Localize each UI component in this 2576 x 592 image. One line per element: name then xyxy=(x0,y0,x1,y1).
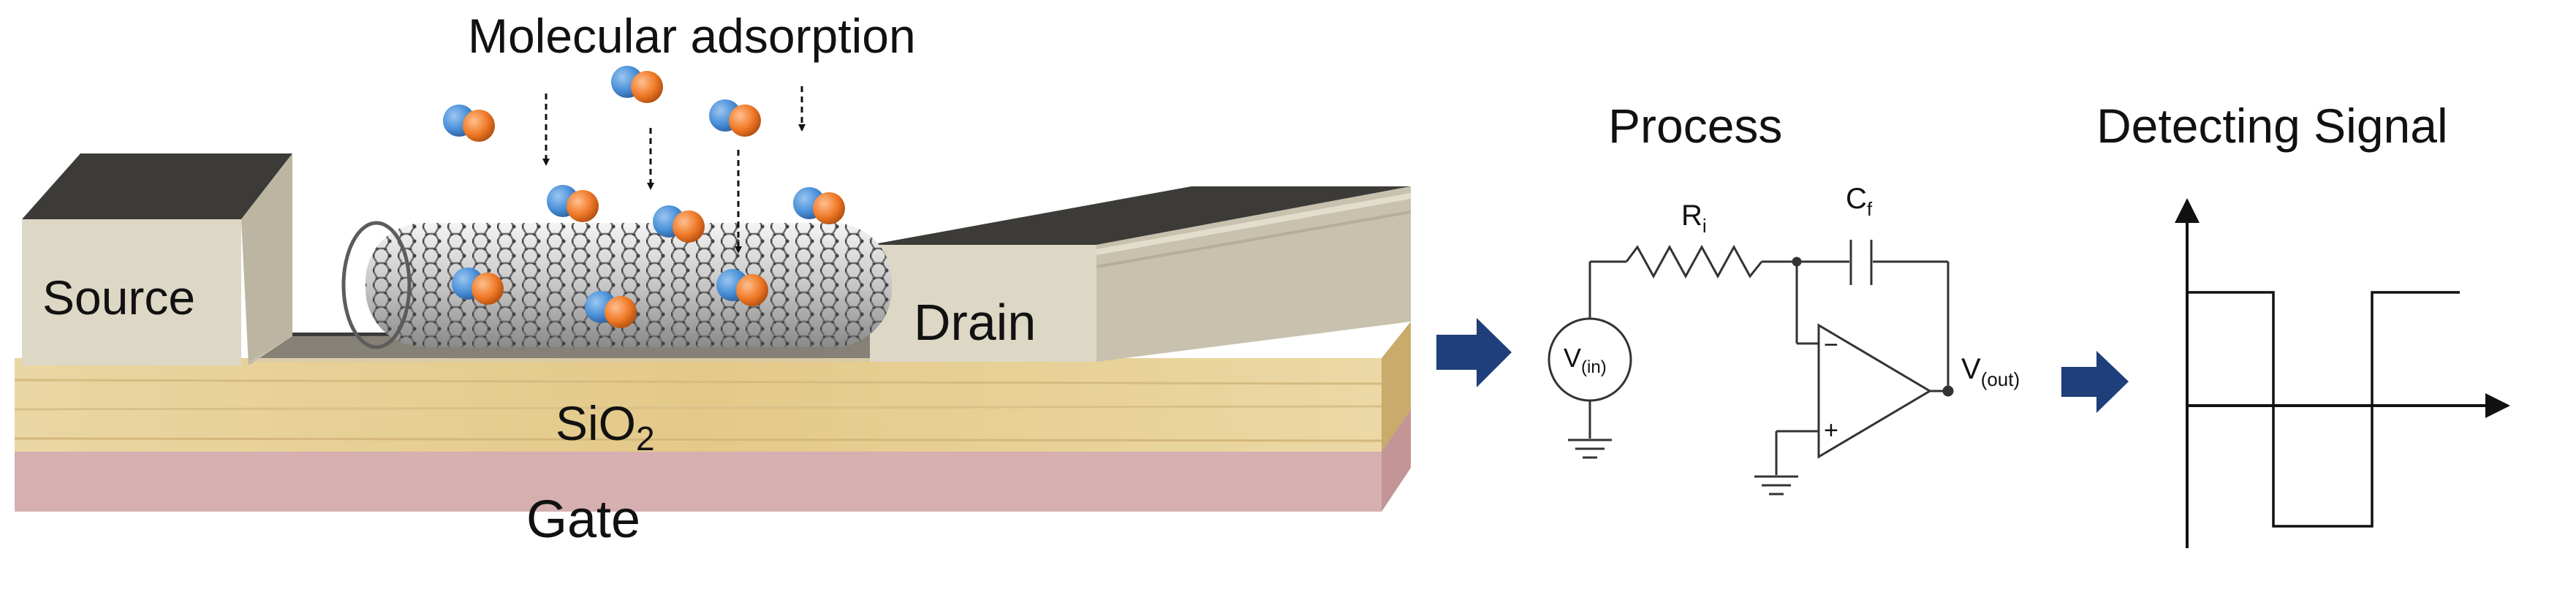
molecular-adsorption-label: Molecular adsorption xyxy=(468,9,916,63)
process-title: Process xyxy=(1608,99,1782,153)
op-amp xyxy=(1817,323,1932,459)
molecule xyxy=(547,185,599,222)
signal-plot xyxy=(2175,198,2510,548)
signal-title: Detecting Signal xyxy=(2096,99,2448,153)
oxide-subscript: 2 xyxy=(636,420,655,458)
molecule xyxy=(585,291,637,328)
molecule xyxy=(443,105,495,142)
integrator-circuit xyxy=(1548,240,1954,496)
source-electrode xyxy=(22,153,899,365)
vout-label: V(out) xyxy=(1961,353,2020,390)
output-node xyxy=(1942,385,1954,397)
oxide-label: SiO2 xyxy=(556,396,655,458)
ground-icon xyxy=(1754,475,1798,496)
molecule xyxy=(452,267,504,305)
molecule xyxy=(793,187,845,224)
opamp-plus: + xyxy=(1824,417,1838,444)
drain-label: Drain xyxy=(914,294,1036,351)
molecule xyxy=(716,269,768,306)
oxide-layer xyxy=(14,322,1411,452)
flow-arrow-1 xyxy=(1436,318,1512,387)
square-wave xyxy=(2187,291,2460,528)
molecule xyxy=(653,205,705,243)
vin-label: V(in) xyxy=(1564,343,1607,377)
opamp-minus: − xyxy=(1824,331,1838,359)
carbon-nanotube xyxy=(341,221,892,349)
gate-label: Gate xyxy=(526,490,640,549)
adsorption-arrows xyxy=(542,86,806,254)
source-label: Source xyxy=(42,270,195,325)
fet-device: Molecular adsorption Source Drain SiO2 G… xyxy=(14,9,1412,549)
molecule xyxy=(709,99,761,137)
molecules xyxy=(443,66,845,328)
ground-icon xyxy=(1568,439,1612,459)
molecule xyxy=(611,66,663,103)
capacitor-label: Cf xyxy=(1846,183,1873,220)
resistor-ri xyxy=(1625,244,1763,279)
drain-electrode xyxy=(870,186,1412,362)
flow-arrow-2 xyxy=(2061,351,2129,413)
resistor-label: Ri xyxy=(1681,200,1707,237)
